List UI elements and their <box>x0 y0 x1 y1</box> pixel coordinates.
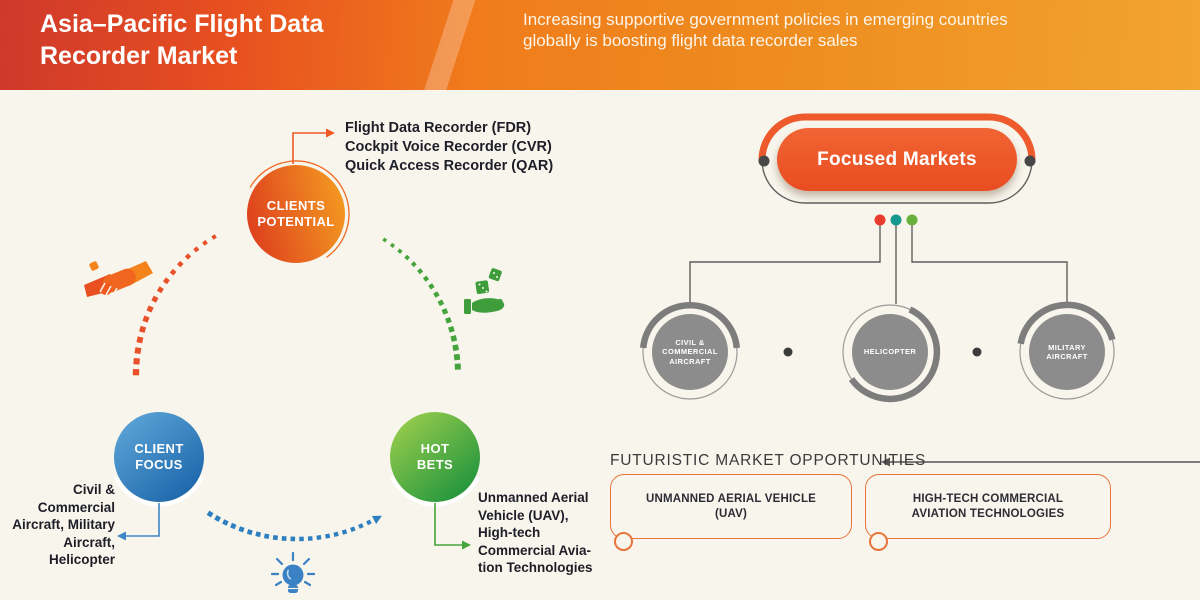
header-subtitle-line: Increasing supportive government policie… <box>523 10 1008 29</box>
detail-line: Quick Access Recorder (QAR) <box>345 158 554 174</box>
hot-bets-label: HOT <box>420 441 450 456</box>
node-label-line: MILITARY AIRCRAFT <box>1046 342 1088 362</box>
detail-line: Aircraft, Military <box>12 517 115 532</box>
dotted-arc-orange <box>132 234 217 376</box>
client-focus-connector <box>126 503 160 537</box>
page-title-line: Asia–Pacific Flight Data <box>40 10 324 38</box>
client-focus-label: FOCUS <box>135 457 183 472</box>
hot-bets-connector <box>434 503 462 546</box>
spacer-dot-1 <box>783 347 793 357</box>
clients-potential-circle: CLIENTS POTENTIAL <box>247 165 345 263</box>
detail-line: Unmanned Aerial <box>478 490 589 505</box>
detail-line: Commercial <box>37 499 115 515</box>
opportunity-box-uav: UNMANNED AERIAL VEHICLE (UAV) <box>610 474 852 539</box>
hot-bets-circle: HOT BETS <box>390 412 480 502</box>
header-subtitle: Increasing supportive government policie… <box>523 9 1008 51</box>
detail-line: Civil & <box>72 482 115 497</box>
opportunity-box-ring-icon <box>869 532 888 551</box>
red-dot <box>874 214 886 226</box>
opportunities-title: FUTURISTIC MARKET OPPORTUNITIES <box>610 452 927 469</box>
detail-line: Commercial Avia- <box>478 542 592 558</box>
opportunity-box-ring-icon <box>614 532 633 551</box>
lightbulb-icon <box>270 551 316 593</box>
opportunity-box-label: UNMANNED AERIAL VEHICLE (UAV) <box>645 492 817 520</box>
pill-left-dot <box>758 155 770 167</box>
detail-line: Cockpit Voice Recorder (CVR) <box>345 139 552 155</box>
opportunity-box-label: HIGH-TECH COMMERCIAL AVIATION TECHNOLOGI… <box>911 492 1065 520</box>
node-civil-commercial-aircraft: CIVIL & COMMERCIAL AIRCRAFT <box>652 314 728 390</box>
header-subtitle-line: globally is boosting flight data recorde… <box>523 31 858 50</box>
clients-potential-details: Flight Data Recorder (FDR) Cockpit Voice… <box>345 119 553 176</box>
node-military-aircraft: MILITARY AIRCRAFT <box>1029 314 1105 390</box>
clients-potential-arrowhead <box>326 128 335 138</box>
handshake-icon <box>84 261 153 299</box>
client-focus-circle: CLIENT FOCUS <box>114 412 204 502</box>
focused-markets-pill: Focused Markets <box>777 128 1017 191</box>
clients-potential-label: POTENTIAL <box>257 214 335 229</box>
header-divider <box>417 0 481 90</box>
clients-potential-connector <box>292 132 326 164</box>
green-dot <box>906 214 918 226</box>
detail-line: High-tech <box>478 525 541 540</box>
pill-right-dot <box>1024 155 1036 167</box>
hot-bets-details: Unmanned Aerial Vehicle (UAV), High-tech… <box>478 489 613 577</box>
detail-line: Vehicle (UAV), <box>478 507 569 523</box>
detail-line: Flight Data Recorder (FDR) <box>345 120 532 136</box>
header-banner: Asia–Pacific Flight Data Recorder Market… <box>0 0 1200 90</box>
page-title-line: Recorder Market <box>40 42 238 70</box>
detail-line: Aircraft, <box>63 534 115 550</box>
dotted-arc-green <box>382 237 461 370</box>
dice-hand-icon <box>464 268 505 314</box>
node-label-line: AIRCRAFT <box>669 356 711 366</box>
client-focus-details: Civil & Commercial Aircraft, Military Ai… <box>5 481 115 569</box>
node-label-line: CIVIL & <box>675 337 705 347</box>
node-helicopter: HELICOPTER <box>852 314 928 390</box>
blue-arc-arrowhead <box>371 515 382 524</box>
dotted-arc-blue <box>206 510 372 542</box>
tree-connectors <box>689 224 1068 304</box>
clients-potential-label: CLIENTS <box>266 198 326 213</box>
opportunity-box-hightech: HIGH-TECH COMMERCIAL AVIATION TECHNOLOGI… <box>865 474 1111 539</box>
detail-line: Helicopter <box>48 552 115 567</box>
client-focus-arrowhead <box>117 531 126 541</box>
client-focus-label: CLIENT <box>134 441 184 456</box>
teal-dot <box>890 214 902 226</box>
focused-markets-title: Focused Markets <box>817 148 977 170</box>
page-title: Asia–Pacific Flight Data Recorder Market <box>40 8 323 72</box>
hot-bets-arrowhead <box>462 540 471 550</box>
hot-bets-label: BETS <box>416 457 454 472</box>
node-label-line: HELICOPTER <box>863 347 917 357</box>
detail-line: tion Technologies <box>478 560 593 575</box>
node-label-line: COMMERCIAL <box>662 347 718 357</box>
spacer-dot-2 <box>972 347 982 357</box>
